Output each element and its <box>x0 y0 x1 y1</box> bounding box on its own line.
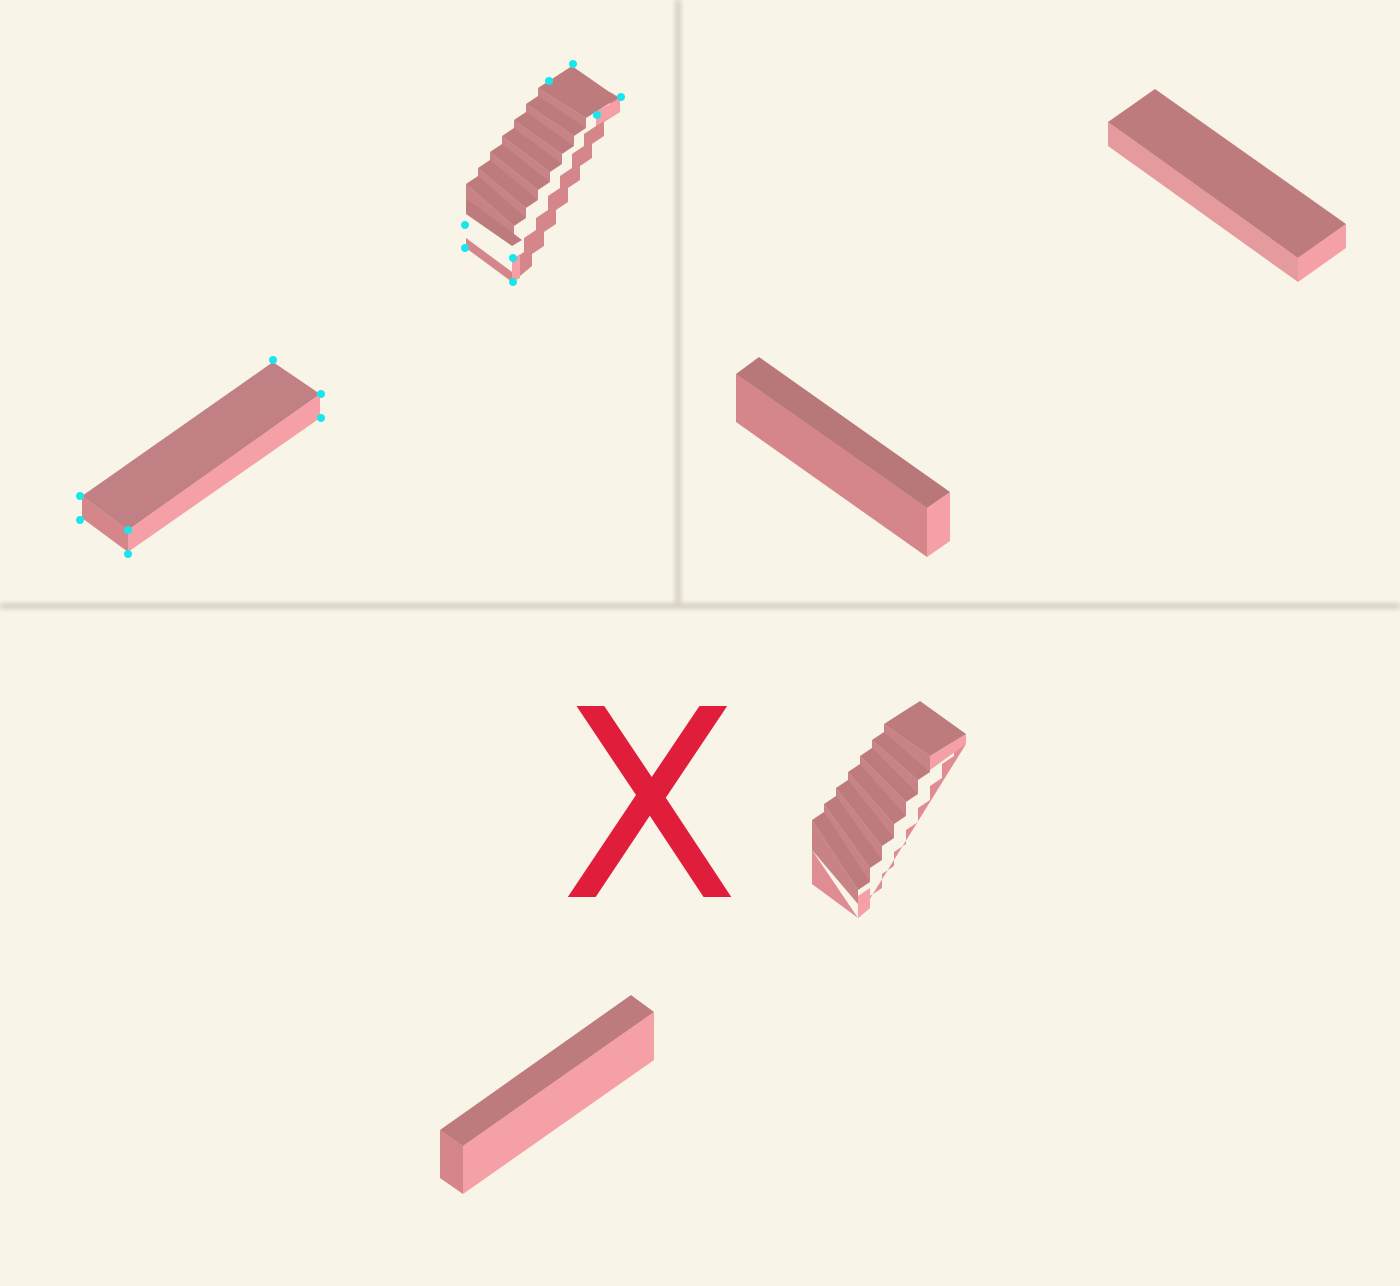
panel-3[interactable] <box>440 701 966 1194</box>
anchor-point[interactable] <box>76 516 84 524</box>
bar-right-face <box>1298 224 1346 282</box>
anchor-point[interactable] <box>317 414 325 422</box>
anchor-point[interactable] <box>461 244 469 252</box>
bar-left-face <box>1108 122 1298 282</box>
bar-right-face <box>927 492 950 557</box>
bar-top-face <box>1108 89 1346 258</box>
panel-1[interactable] <box>76 60 625 558</box>
panel-dividers <box>0 0 1400 609</box>
staircase-right-face <box>858 888 870 918</box>
anchor-point[interactable] <box>461 221 469 229</box>
bar-piece[interactable] <box>76 356 325 558</box>
bar-anchors[interactable] <box>76 356 325 558</box>
staircase-steps <box>466 66 618 246</box>
staircase-right-riser <box>930 734 966 770</box>
panel-2[interactable] <box>736 89 1346 557</box>
staircase-anchors[interactable] <box>461 60 625 286</box>
bar-left-face <box>82 496 128 552</box>
bar-right-face <box>128 394 320 552</box>
staircase-piece[interactable] <box>812 701 966 918</box>
wrong-mark: X <box>560 654 740 959</box>
bar-left-face <box>736 374 927 557</box>
anchor-point[interactable] <box>509 278 517 286</box>
anchor-point[interactable] <box>76 492 84 500</box>
anchor-point[interactable] <box>617 93 625 101</box>
anchor-point[interactable] <box>593 111 601 119</box>
staircase-riser-face <box>596 98 620 126</box>
staircase-steps <box>812 701 966 904</box>
bar-piece[interactable] <box>440 995 654 1194</box>
anchor-point[interactable] <box>269 356 277 364</box>
anchor-point[interactable] <box>569 60 577 68</box>
bar-top-face <box>736 357 950 508</box>
bar-left-face <box>440 1130 463 1194</box>
anchor-point[interactable] <box>545 77 553 85</box>
bar-right-face <box>463 1012 654 1194</box>
bar-piece[interactable] <box>736 357 950 557</box>
bar-top-face <box>440 995 654 1146</box>
anchor-point[interactable] <box>509 254 517 262</box>
anchor-point[interactable] <box>124 526 132 534</box>
anchor-point[interactable] <box>317 390 325 398</box>
bar-top-face <box>82 362 320 530</box>
anchor-point[interactable] <box>124 550 132 558</box>
staircase-piece[interactable] <box>461 60 625 286</box>
bar-piece[interactable] <box>1108 89 1346 282</box>
